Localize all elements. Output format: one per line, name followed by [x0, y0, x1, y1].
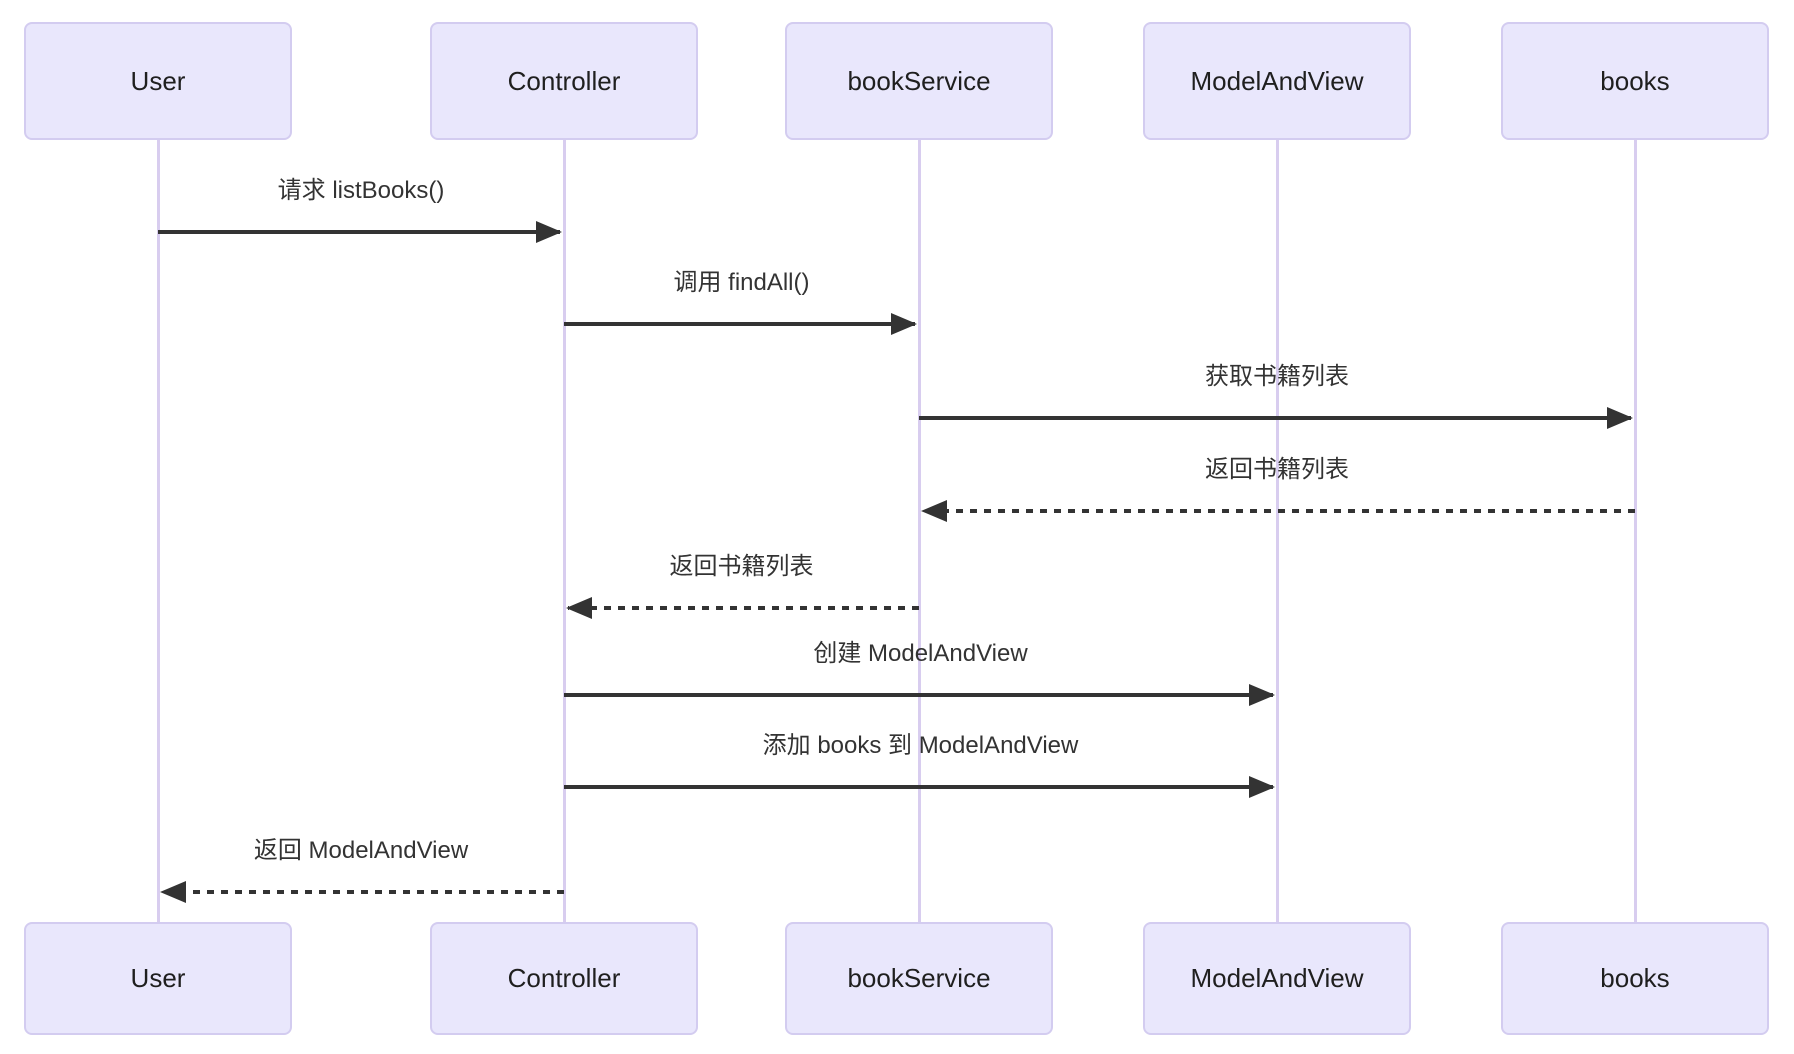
- actor-top-books: books: [1501, 22, 1769, 140]
- actor-bottom-ModelAndView: ModelAndView: [1143, 922, 1411, 1035]
- actor-label: bookService: [847, 65, 991, 96]
- lifeline-ModelAndView: [1275, 140, 1279, 922]
- message-label-4: 返回书籍列表: [1205, 456, 1349, 483]
- lifeline-books: [1633, 140, 1637, 922]
- actor-bottom-books: books: [1501, 922, 1769, 1035]
- actor-top-bookService: bookService: [785, 22, 1053, 140]
- actor-bottom-Controller: Controller: [430, 922, 698, 1035]
- actor-bottom-User: User: [24, 922, 292, 1035]
- actor-top-ModelAndView: ModelAndView: [1143, 22, 1411, 140]
- actor-label: bookService: [847, 963, 991, 993]
- lifeline-Controller: [562, 140, 566, 922]
- actor-label: ModelAndView: [1190, 65, 1364, 96]
- actor-bottom-bookService: bookService: [785, 922, 1053, 1035]
- actor-label: ModelAndView: [1190, 963, 1364, 993]
- actor-top-Controller: Controller: [430, 22, 698, 140]
- message-label-2: 调用 findAll(): [673, 269, 810, 296]
- message-label-8: 返回 ModelAndView: [253, 837, 469, 864]
- lifeline-User: [156, 140, 160, 922]
- lifeline-bookService: [917, 140, 921, 922]
- actor-top-User: User: [24, 22, 292, 140]
- actor-label: books: [1600, 65, 1670, 96]
- message-label-1: 请求 listBooks(): [277, 177, 445, 204]
- actor-label: User: [130, 65, 186, 96]
- actor-label: Controller: [507, 963, 621, 993]
- message-label-5: 返回书籍列表: [669, 553, 814, 580]
- actor-label: User: [130, 963, 186, 993]
- actor-label: books: [1600, 963, 1670, 993]
- actor-label: Controller: [507, 65, 621, 96]
- message-label-3: 获取书籍列表: [1205, 363, 1349, 390]
- message-label-7: 添加 books 到 ModelAndView: [762, 732, 1079, 759]
- message-label-6: 创建 ModelAndView: [813, 640, 1028, 667]
